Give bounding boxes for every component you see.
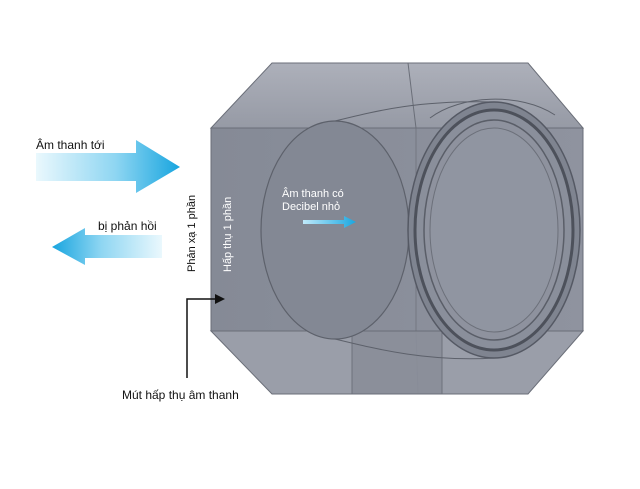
partial-absorption-label: Hấp thụ 1 phần: [222, 196, 234, 272]
internal-sound-arrow: [303, 216, 356, 228]
reflected-sound-arrow: [52, 228, 162, 265]
block-bottom-channel: [351, 330, 443, 395]
foam-callout-arrowhead: [215, 294, 225, 304]
incoming-sound-label: Âm thanh tới: [36, 138, 105, 152]
foam-label: Mút hấp thụ âm thanh: [122, 388, 239, 402]
partial-reflection-label: Phản xạ 1 phần: [186, 194, 198, 272]
incoming-sound-arrow: [36, 140, 180, 193]
foam-block: [209, 62, 585, 395]
foam-callout-line: [186, 298, 219, 378]
ring-core: [429, 127, 559, 333]
absorption-cavity: [260, 120, 410, 340]
low-decibel-label-line1: Âm thanh có: [282, 188, 344, 200]
low-decibel-label-line2: Decibel nhỏ: [282, 201, 341, 213]
reflected-sound-label: bị phản hồi: [98, 219, 157, 233]
